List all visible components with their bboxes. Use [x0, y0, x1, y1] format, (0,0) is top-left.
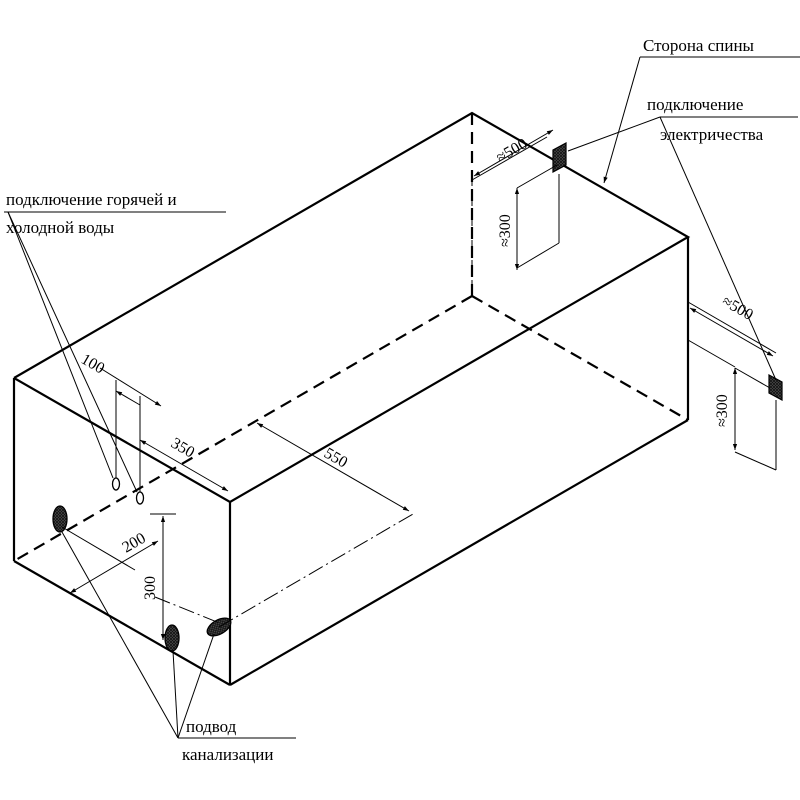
drain-offset-dim: 550	[321, 445, 350, 472]
drain-hole-left	[52, 505, 68, 533]
back-electric-dimensions	[471, 129, 560, 296]
water-label-line2: холодной воды	[6, 218, 115, 237]
electric-label-line1: подключение	[647, 95, 743, 114]
cold-water-hole	[135, 491, 145, 505]
water-label-line1: подключение горячей и	[6, 190, 177, 209]
drain-dimensions	[61, 422, 414, 640]
drain-hole-bottom	[164, 624, 180, 652]
drain-label-line1: подвод	[186, 717, 237, 736]
back-electric-socket	[552, 141, 567, 174]
back-side-label: Сторона спины	[643, 36, 755, 55]
drain-label-line2: канализации	[182, 745, 273, 764]
drain-leader	[61, 531, 296, 739]
drain-height-dim: 300	[142, 576, 159, 600]
back-height-dim: ≈300	[497, 214, 514, 247]
side-electric-dimensions	[687, 301, 777, 471]
water-leader	[4, 211, 226, 493]
side-height-dim: ≈300	[714, 394, 731, 427]
water-dimensions	[99, 367, 229, 492]
back-side-leader	[603, 56, 800, 184]
water-offset-dim: 350	[168, 435, 197, 462]
side-width-dim: ≈500	[719, 293, 756, 324]
back-width-dim: ≈500	[494, 135, 531, 166]
electric-leader	[567, 116, 798, 381]
hot-water-hole	[111, 477, 121, 491]
drain-width-dim: 200	[120, 530, 149, 557]
electric-label-line2: электричества	[660, 125, 764, 144]
